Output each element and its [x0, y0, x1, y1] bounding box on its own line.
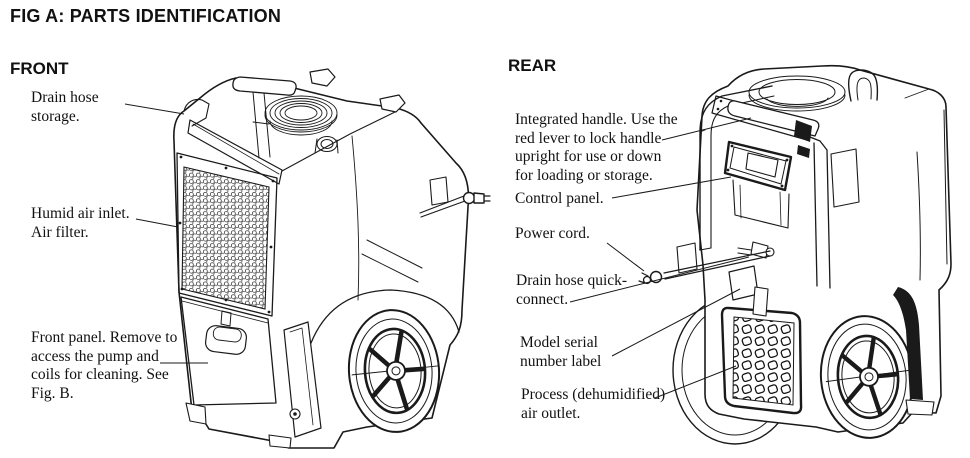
- leader-power-cord: [606, 242, 645, 272]
- label-control-panel: Control panel.: [515, 190, 604, 207]
- label-front-panel: Front panel. Remove to access the pump a…: [31, 329, 178, 402]
- leader-drain-hose-storage: [124, 103, 185, 115]
- label-model-serial-number: Model serial number label: [520, 334, 602, 370]
- leader-control-panel: [611, 176, 732, 199]
- label-drain-hose-quick-connect: Drain hose quick- connect.: [516, 272, 628, 308]
- rear-serial-plate: [728, 265, 759, 301]
- rear-view-heading: REAR: [508, 56, 557, 75]
- front-unit-drawing: [173, 68, 491, 449]
- leader-process-outlet: [654, 365, 737, 399]
- rear-unit-drawing: [638, 64, 952, 445]
- label-integrated-handle: Integrated handle. Use the red lever to …: [515, 111, 678, 184]
- figure-title: FIG A: PARTS IDENTIFICATION: [10, 6, 282, 26]
- label-power-cord: Power cord.: [515, 225, 590, 242]
- rear-control-panel: [723, 140, 793, 192]
- leader-humid-air-inlet: [135, 218, 179, 228]
- front-view-heading: FRONT: [10, 59, 69, 78]
- front-power-cord: [419, 176, 491, 218]
- rear-side-label: [830, 148, 860, 208]
- rear-wheel: [819, 315, 915, 439]
- label-humid-air-inlet: Humid air inlet. Air filter.: [31, 205, 130, 241]
- leader-lines: [124, 103, 752, 399]
- leader-integrated-handle: [661, 117, 752, 141]
- front-wheel: [347, 309, 441, 433]
- label-drain-hose-storage: Drain hose storage.: [31, 89, 99, 125]
- front-grille: [181, 166, 270, 310]
- label-process-air-outlet: Process (dehumidified) air outlet.: [521, 386, 666, 422]
- leader-quick-connect: [569, 256, 750, 303]
- rear-outlet-grille: [720, 286, 803, 415]
- leader-serial-number: [611, 288, 741, 357]
